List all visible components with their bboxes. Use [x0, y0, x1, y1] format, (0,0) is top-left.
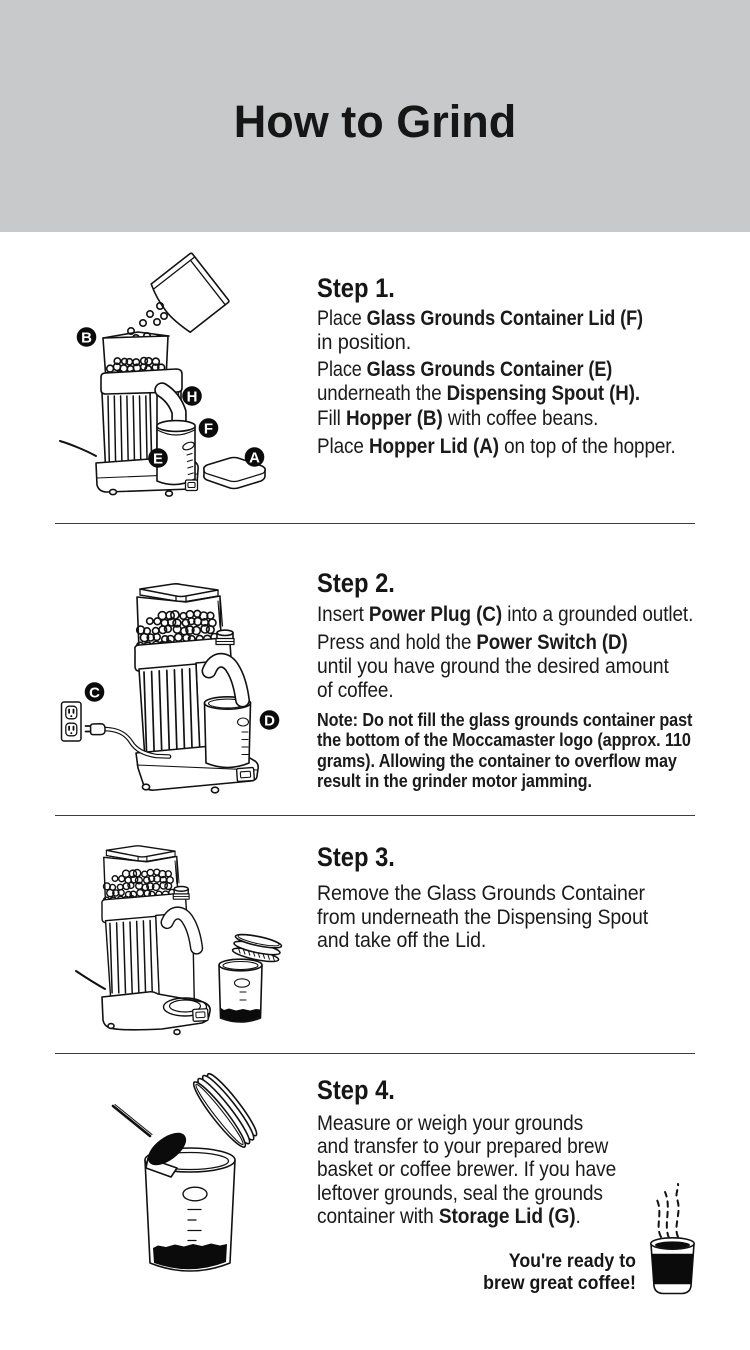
- svg-text:B: B: [81, 329, 92, 346]
- svg-text:D: D: [264, 712, 275, 729]
- svg-text:A: A: [249, 449, 260, 466]
- svg-text:C: C: [89, 684, 100, 701]
- svg-text:E: E: [153, 450, 163, 467]
- svg-text:H: H: [187, 388, 198, 405]
- svg-text:F: F: [204, 420, 213, 437]
